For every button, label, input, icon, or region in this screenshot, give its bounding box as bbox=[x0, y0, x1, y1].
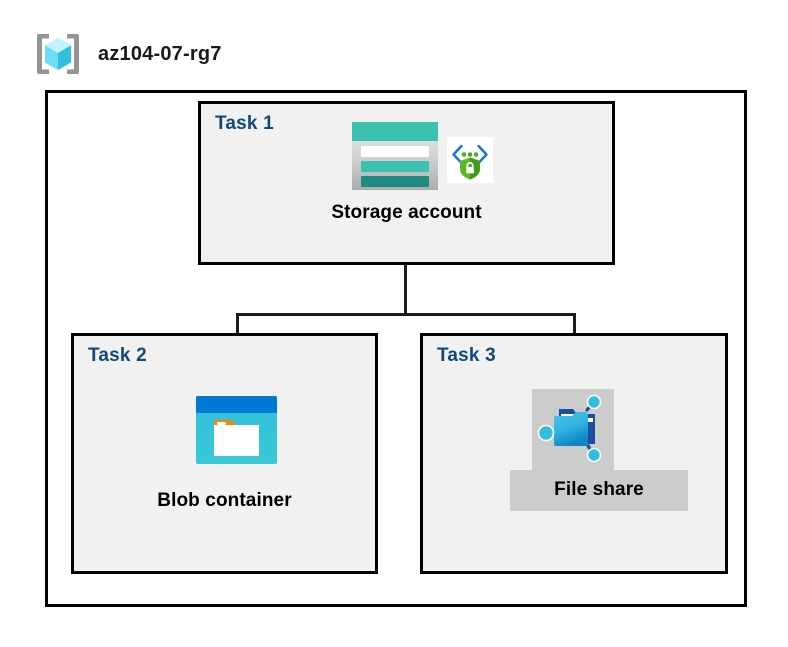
private-link-icon bbox=[447, 137, 493, 183]
resource-group-icon bbox=[32, 28, 84, 80]
task-1-label: Task 1 bbox=[215, 113, 274, 134]
resource-group-header: az104-07-rg7 bbox=[32, 28, 372, 80]
task-3-label: Task 3 bbox=[437, 345, 496, 366]
resource-group-title: az104-07-rg7 bbox=[98, 42, 222, 65]
connector-horizontal-bus bbox=[236, 313, 576, 316]
file-share-label: File share bbox=[554, 479, 644, 500]
connector-storage-trunk bbox=[404, 226, 407, 315]
task-2-label: Task 2 bbox=[88, 345, 147, 366]
blob-container-icon bbox=[196, 396, 277, 464]
storage-account-icon bbox=[352, 122, 438, 190]
blob-container-label: Blob container bbox=[157, 490, 292, 511]
file-share-label-highlight bbox=[510, 470, 688, 511]
file-share-icon bbox=[535, 392, 611, 472]
storage-account-label: Storage account bbox=[331, 202, 482, 223]
